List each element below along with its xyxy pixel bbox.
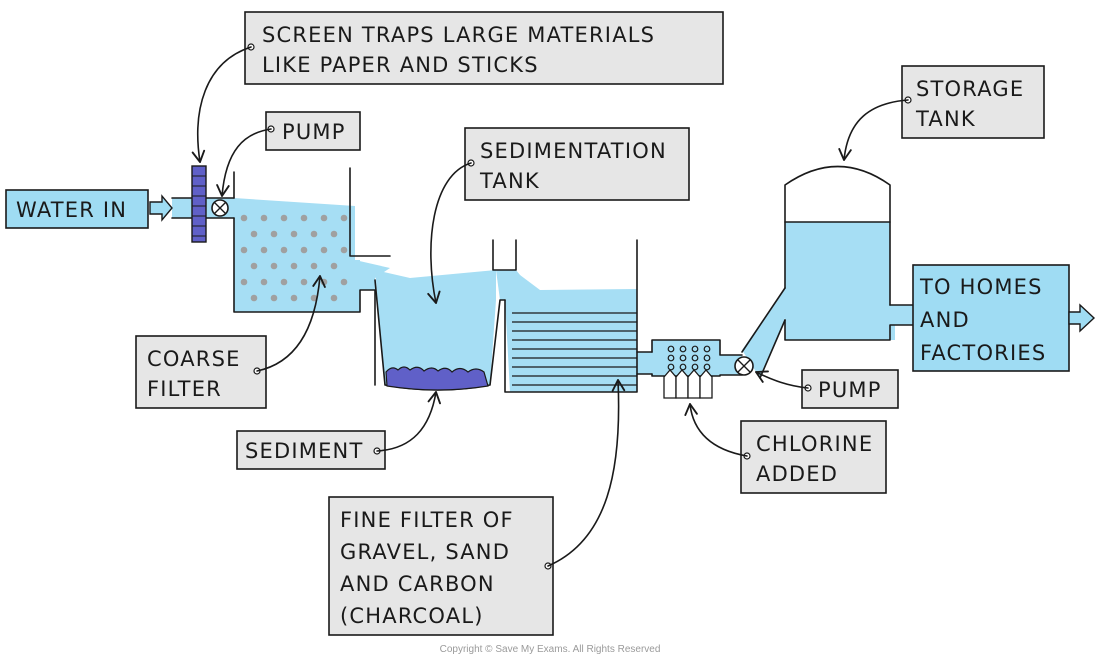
to-homes-line-1: TO HOMES <box>919 275 1043 299</box>
to-homes-line-2: AND <box>920 308 970 332</box>
sedimentation-label-line-1: SEDIMENTATION <box>480 139 667 163</box>
coarse-filter-line-1: COARSE <box>147 347 241 371</box>
water-in-arrow-icon <box>149 194 173 222</box>
to-homes-label: TO HOMES AND FACTORIES <box>912 264 1096 372</box>
coarse-filter-dots <box>240 214 348 302</box>
overflow-water <box>355 260 390 290</box>
storage-label: STORAGE TANK <box>838 65 1045 161</box>
sedimentation-tank-water <box>375 270 496 385</box>
coarse-filter-label: COARSE FILTER <box>135 275 326 409</box>
sediment-layer <box>385 366 489 391</box>
fine-filter-box <box>328 496 554 636</box>
chlorine-line-2: ADDED <box>756 462 838 486</box>
pump-right-label: PUMP <box>755 369 899 409</box>
chlorine-line-1: CHLORINE <box>756 432 873 456</box>
coarse-filter-line-2: FILTER <box>147 377 222 401</box>
fine-filter-tank-water <box>505 272 637 392</box>
water-in-text: WATER IN <box>16 198 127 222</box>
water-in-label: WATER IN <box>5 189 173 229</box>
coarse-filter-box <box>135 335 267 409</box>
chlorine-dispenser-icon <box>663 345 713 399</box>
pump-top-label: PUMP <box>216 111 361 197</box>
coarse-filter-pointer-arrow <box>256 275 326 372</box>
coarse-tank-outline <box>233 171 376 386</box>
screen-label: SCREEN TRAPS LARGE MATERIALS LIKE PAPER … <box>191 11 724 163</box>
pump-top-box <box>265 111 361 151</box>
pump-right-box <box>801 369 899 409</box>
coarse-tank-right-wall <box>349 167 391 257</box>
storage-outlet-water <box>890 305 914 325</box>
water-layer <box>172 198 914 392</box>
pump-top-pointer-arrow <box>216 128 272 197</box>
chlorine-label: CHLORINE ADDED <box>684 403 887 494</box>
fine-filter-tank-outline <box>504 239 638 393</box>
pump-right-pointer-arrow <box>755 370 809 389</box>
fine-filter-pointer-arrow <box>547 379 626 567</box>
fine-filter-line-2: GRAVEL, SAND <box>340 540 510 564</box>
fine-filter-line-3: AND CARBON <box>340 572 495 596</box>
fine-filter-line-1: FINE FILTER OF <box>340 508 514 532</box>
sedimentation-label-box <box>464 127 690 201</box>
sediment-text: SEDIMENT <box>245 439 364 463</box>
screen-pointer-arrow <box>191 46 252 163</box>
weir-outline <box>492 239 517 271</box>
to-homes-box <box>912 264 1070 372</box>
pump-top-text: PUMP <box>282 120 346 144</box>
storage-pointer-arrow <box>838 99 909 161</box>
outlet-pipe-water <box>637 352 653 374</box>
sedimentation-label-line-2: TANK <box>479 169 540 193</box>
sediment-label: SEDIMENT <box>236 391 441 470</box>
fine-filter-outlet-pipe <box>636 351 653 375</box>
to-homes-line-3: FACTORIES <box>920 341 1046 365</box>
chlorine-box <box>740 420 887 494</box>
sedimentation-label: SEDIMENTATION TANK <box>427 127 690 304</box>
storage-label-box <box>901 65 1045 139</box>
pump-valve-icon-right <box>734 356 754 376</box>
screen-mesh <box>191 165 207 243</box>
storage-label-line-2: TANK <box>915 107 976 131</box>
storage-tank-water <box>785 222 895 340</box>
water-in-box <box>5 189 149 229</box>
pump-valve-icon-top <box>211 199 229 217</box>
storage-label-line-1: STORAGE <box>916 77 1024 101</box>
storage-tank-outline <box>784 165 891 306</box>
sediment-pointer-arrow <box>376 391 441 452</box>
fine-filter-line-4: (CHARCOAL) <box>340 604 484 628</box>
to-homes-arrow-icon <box>1068 303 1096 333</box>
riser-pipe-water <box>742 288 785 378</box>
screen-label-line-1: SCREEN TRAPS LARGE MATERIALS <box>262 23 655 47</box>
copyright-notice: Copyright © Save My Exams. All Rights Re… <box>440 644 661 655</box>
screen-label-box <box>244 11 724 85</box>
fine-filter-label: FINE FILTER OF GRAVEL, SAND AND CARBON (… <box>328 379 626 636</box>
screen-label-line-2: LIKE PAPER AND STICKS <box>262 53 539 77</box>
chlorine-pointer-arrow <box>684 403 748 457</box>
pump-right-text: PUMP <box>818 378 882 402</box>
riser-pipe-outline <box>741 287 786 379</box>
chlorine-chamber-outline <box>651 339 743 377</box>
sedimentation-pointer-arrow <box>427 162 472 304</box>
